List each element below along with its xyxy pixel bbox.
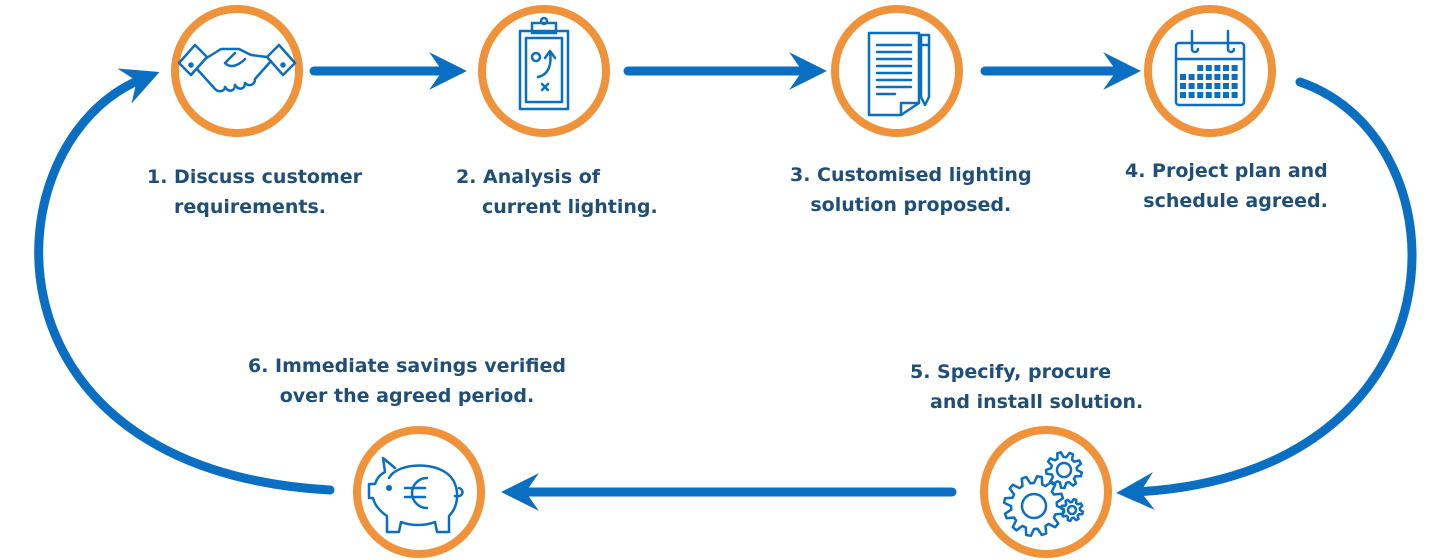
step-3-label-line2: solution proposed.: [810, 194, 1012, 216]
step-4-label-line1: 4. Project plan and: [1125, 160, 1328, 182]
step-5-label: 5. Specify, procure and install solution…: [910, 357, 1143, 417]
calendar-day: [1205, 74, 1212, 80]
step-4-node: [1144, 5, 1276, 137]
calendar-day: [1231, 74, 1238, 80]
step-5-node: [980, 426, 1112, 558]
step-5-label-line1: 5. Specify, procure: [910, 361, 1112, 383]
calendar-day: [1231, 92, 1238, 98]
calendar-day: [1197, 74, 1204, 80]
step-5-label-line2: and install solution.: [930, 391, 1144, 413]
step-6-label-line2: over the agreed period.: [279, 385, 535, 407]
calendar-day: [1214, 74, 1221, 80]
calendar-day: [1223, 74, 1229, 80]
calendar-day: [1223, 92, 1229, 98]
calendar-day: [1214, 65, 1221, 71]
calendar-day: [1223, 83, 1229, 89]
connector-6-1: [34, 68, 335, 495]
handshake-icon: [177, 43, 297, 93]
calendar-day: [1197, 65, 1204, 71]
document-pen-icon: [867, 31, 931, 117]
calendar-icon: [1174, 29, 1246, 107]
step-3-node: [831, 5, 963, 137]
calendar-day: [1231, 65, 1238, 71]
calendar-day: [1231, 83, 1238, 89]
gears-icon: [1002, 451, 1085, 538]
step-1-label: 1. Discuss customer requirements.: [147, 162, 362, 222]
step-2-label-line1: 2. Analysis of: [456, 166, 601, 188]
piggy-bank-euro-icon: [367, 456, 464, 534]
clipboard-plan-icon: [518, 16, 570, 111]
step-3-label: 3. Customised lighting solution proposed…: [790, 160, 1032, 220]
step-1-label-line1: 1. Discuss customer: [147, 166, 362, 188]
calendar-day: [1180, 92, 1186, 98]
calendar-grid: [1180, 65, 1238, 98]
step-2-label-line2: current lighting.: [482, 196, 658, 218]
calendar-day: [1214, 83, 1221, 89]
step-2-node: [478, 5, 610, 137]
connector-4-5: [1116, 77, 1417, 510]
step-1-node: [171, 5, 303, 137]
calendar-day: [1180, 74, 1186, 80]
calendar-day: [1188, 74, 1195, 80]
calendar-day: [1180, 83, 1186, 89]
calendar-day: [1205, 65, 1212, 71]
calendar-day: [1223, 65, 1229, 71]
step-1-label-line2: requirements.: [174, 196, 326, 218]
step-4-label: 4. Project plan and schedule agreed.: [1125, 156, 1328, 216]
step-3-label-line1: 3. Customised lighting: [790, 164, 1032, 186]
step-4-label-line2: schedule agreed.: [1143, 190, 1328, 212]
calendar-day: [1205, 83, 1212, 89]
step-2-label: 2. Analysis of current lighting.: [456, 162, 658, 222]
calendar-day: [1197, 83, 1204, 89]
calendar-day: [1214, 92, 1221, 98]
step-6-node: [353, 426, 485, 558]
calendar-day: [1188, 92, 1195, 98]
step-6-label-line1: 6. Immediate savings verified: [248, 355, 566, 377]
calendar-day: [1205, 92, 1212, 98]
calendar-day: [1197, 92, 1204, 98]
step-6-label: 6. Immediate savings verified over the a…: [248, 351, 566, 411]
calendar-day: [1188, 83, 1195, 89]
